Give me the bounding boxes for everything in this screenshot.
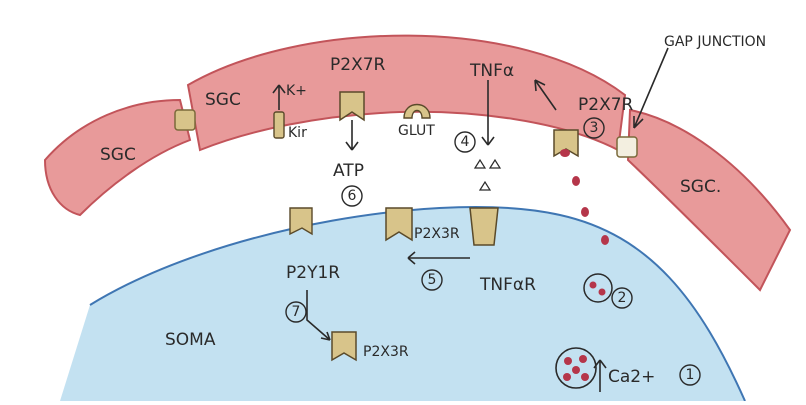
label-glut: GLUT xyxy=(398,123,435,139)
step-6-marker: 6 xyxy=(342,186,362,206)
kir-channel-icon xyxy=(274,112,284,138)
atp-release-arrow xyxy=(346,120,358,150)
svg-text:2: 2 xyxy=(618,290,627,306)
label-p2x7r-right: P2X7R xyxy=(578,95,634,115)
gap-junction-left xyxy=(175,110,195,130)
svg-text:5: 5 xyxy=(428,272,437,288)
svg-text:7: 7 xyxy=(292,304,301,320)
gap-junction-right xyxy=(617,137,637,157)
svg-text:4: 4 xyxy=(461,134,470,150)
label-p2x3r-mid: P2X3R xyxy=(414,226,460,242)
svg-text:6: 6 xyxy=(348,188,357,204)
label-tnfar: TNFαR xyxy=(479,275,536,295)
label-tnfa: TNFα xyxy=(469,61,514,81)
step-4-marker: 4 xyxy=(455,132,475,152)
label-atp: ATP xyxy=(333,161,364,181)
label-sgc-mid: SGC xyxy=(205,90,241,110)
label-k-ion: K+ xyxy=(286,83,307,99)
label-kir: Kir xyxy=(288,125,307,141)
label-sgc-right: SGC. xyxy=(680,177,721,197)
label-soma: SOMA xyxy=(165,330,216,350)
label-gap-junction: GAP JUNCTION xyxy=(664,34,766,50)
label-p2x7r-top: P2X7R xyxy=(330,55,386,75)
tnfa-molecules xyxy=(475,160,500,190)
svg-text:1: 1 xyxy=(686,367,695,383)
label-sgc-left: SGC xyxy=(100,145,136,165)
svg-text:3: 3 xyxy=(590,120,599,136)
label-p2x3r-low: P2X3R xyxy=(363,344,409,360)
label-p2y1r: P2Y1R xyxy=(286,263,340,283)
tnfar-receptor-icon xyxy=(470,208,498,245)
label-calcium: Ca2+ xyxy=(608,367,655,387)
